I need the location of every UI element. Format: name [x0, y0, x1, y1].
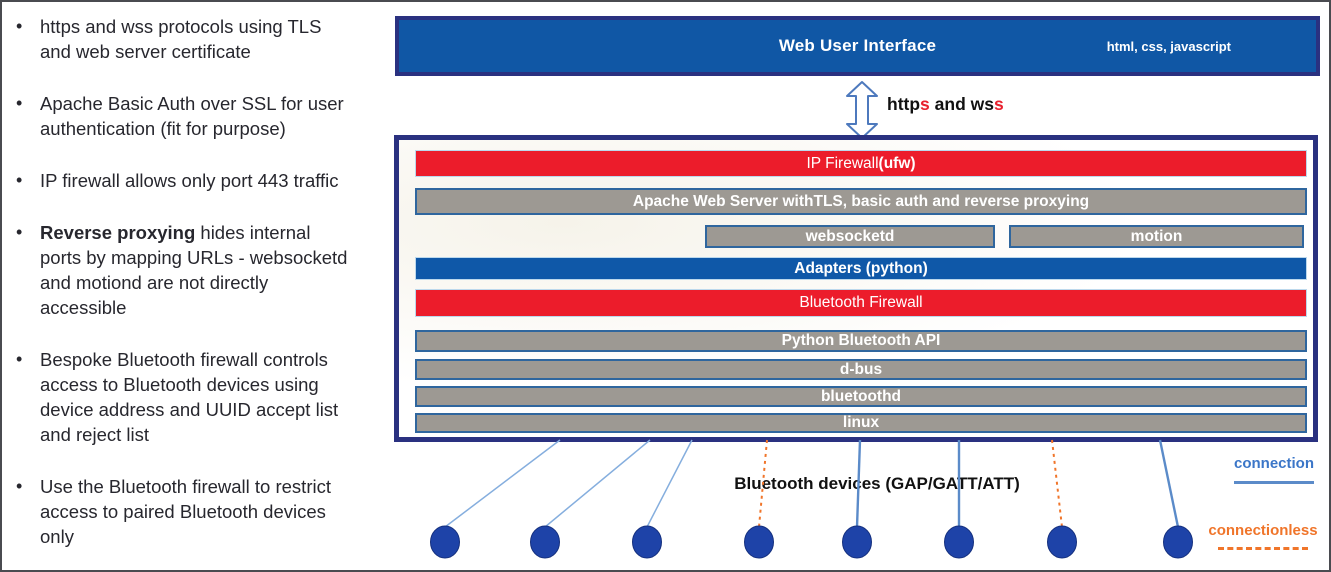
- bullet-text: IP firewall allows only port 443 traffic: [40, 170, 339, 191]
- layer-label: websocketd: [805, 227, 895, 245]
- bluetooth-device-dot: [530, 525, 560, 559]
- bluetooth-device-dot: [632, 525, 662, 559]
- layer-websocketd: websocketd: [705, 225, 995, 248]
- bullet-item: Apache Basic Auth over SSL for user auth…: [14, 91, 382, 141]
- bullet-text: hides internal ports by mapping URLs - w…: [40, 222, 348, 318]
- connection-line: [444, 439, 561, 528]
- bluetooth-device-dot: [430, 525, 460, 559]
- bluetooth-device-dot: [1047, 525, 1077, 559]
- layer-label-segment: bluetoothd: [820, 387, 902, 405]
- connectionless-line: [758, 439, 768, 528]
- layer-label-segment: Bluetooth Firewall: [799, 294, 923, 311]
- web-ui-bar: Web User Interface html, css, javascript: [395, 16, 1320, 76]
- layer-linux: linux: [415, 413, 1307, 433]
- layer-apache-web-server: Apache Web Server with TLS, basic auth a…: [415, 188, 1307, 215]
- layer-label-segment: (ufw): [878, 154, 916, 172]
- legend-connectionless: connectionless: [1198, 522, 1328, 550]
- layer-label-segment: d-bus: [839, 360, 883, 378]
- bullet-text: https and wss protocols using TLS and we…: [40, 16, 322, 62]
- layer-row-websocketd-motion: websocketd motion: [415, 225, 1307, 248]
- bullet-text: Bespoke Bluetooth firewall controls acce…: [40, 349, 339, 445]
- bluetooth-device-dot: [944, 525, 974, 559]
- connection-line: [646, 439, 693, 528]
- layer-adapters: Adapters (python): [415, 257, 1307, 280]
- arrow-label-segment: s: [920, 94, 930, 114]
- layer-bluetoothd: bluetoothd: [415, 386, 1307, 407]
- bullet-list: https and wss protocols using TLS and we…: [14, 14, 382, 570]
- layer-label-segment: Adapters (python): [794, 259, 928, 277]
- connection-line: [1158, 439, 1180, 528]
- arrow-label-segment: http: [887, 94, 921, 114]
- connection-line: [855, 439, 862, 528]
- bullet-item: Reverse proxying hides internal ports by…: [14, 220, 382, 320]
- layer-d-bus: d-bus: [415, 359, 1307, 380]
- arrow-label-segment: s: [993, 94, 1004, 114]
- bluetooth-device-dot: [1163, 525, 1193, 559]
- legend-connection: connection: [1224, 455, 1324, 484]
- layer-label-segment: linux: [842, 414, 880, 431]
- bullet-item: https and wss protocols using TLS and we…: [14, 14, 382, 64]
- bluetooth-devices-label: Bluetooth devices (GAP/GATT/ATT): [734, 474, 1020, 493]
- layer-label-segment: Python Bluetooth API: [781, 332, 941, 349]
- web-ui-title: Web User Interface: [778, 36, 937, 55]
- legend-connection-label: connection: [1233, 455, 1314, 472]
- legend-connectionless-label: connectionless: [1208, 522, 1318, 539]
- layer-label-segment: Apache Web Server with: [632, 192, 814, 210]
- layer-label-segment: IP Firewall: [806, 154, 879, 172]
- layer-ip-firewall: IP Firewall (ufw): [415, 150, 1307, 177]
- layer-python-bluetooth-api: Python Bluetooth API: [415, 330, 1307, 352]
- bullet-bold-lead: Reverse proxying: [40, 222, 196, 243]
- web-ui-tech-label: html, css, javascript: [1106, 38, 1231, 54]
- bluetooth-device-dot: [842, 525, 872, 559]
- layer-bluetooth-firewall: Bluetooth Firewall: [415, 289, 1307, 317]
- bullet-item: IP firewall allows only port 443 traffic: [14, 168, 382, 193]
- arrow-label-segment: and ws: [929, 94, 994, 114]
- connectionless-line-sample: [1218, 547, 1308, 550]
- bullet-item: Bespoke Bluetooth firewall controls acce…: [14, 347, 382, 447]
- connection-line-sample: [1234, 481, 1314, 484]
- layer-label: motion: [1130, 227, 1183, 245]
- stack-box: IP Firewall (ufw) Apache Web Server with …: [394, 135, 1318, 442]
- layer-label-segment: TLS, basic auth and reverse proxying: [813, 192, 1090, 210]
- bullet-text: Apache Basic Auth over SSL for user auth…: [40, 93, 344, 139]
- connection-line: [544, 439, 651, 528]
- connectionless-line: [1051, 439, 1063, 528]
- arrow-label: https and wss: [887, 94, 1004, 115]
- bluetooth-device-dot: [744, 525, 774, 559]
- double-arrow-icon: [846, 81, 878, 139]
- layer-motion: motion: [1009, 225, 1304, 248]
- device-connections-graphic: [430, 439, 1193, 559]
- bullet-text: Use the Bluetooth firewall to restrict a…: [40, 476, 331, 547]
- bullet-item: Use the Bluetooth firewall to restrict a…: [14, 474, 382, 549]
